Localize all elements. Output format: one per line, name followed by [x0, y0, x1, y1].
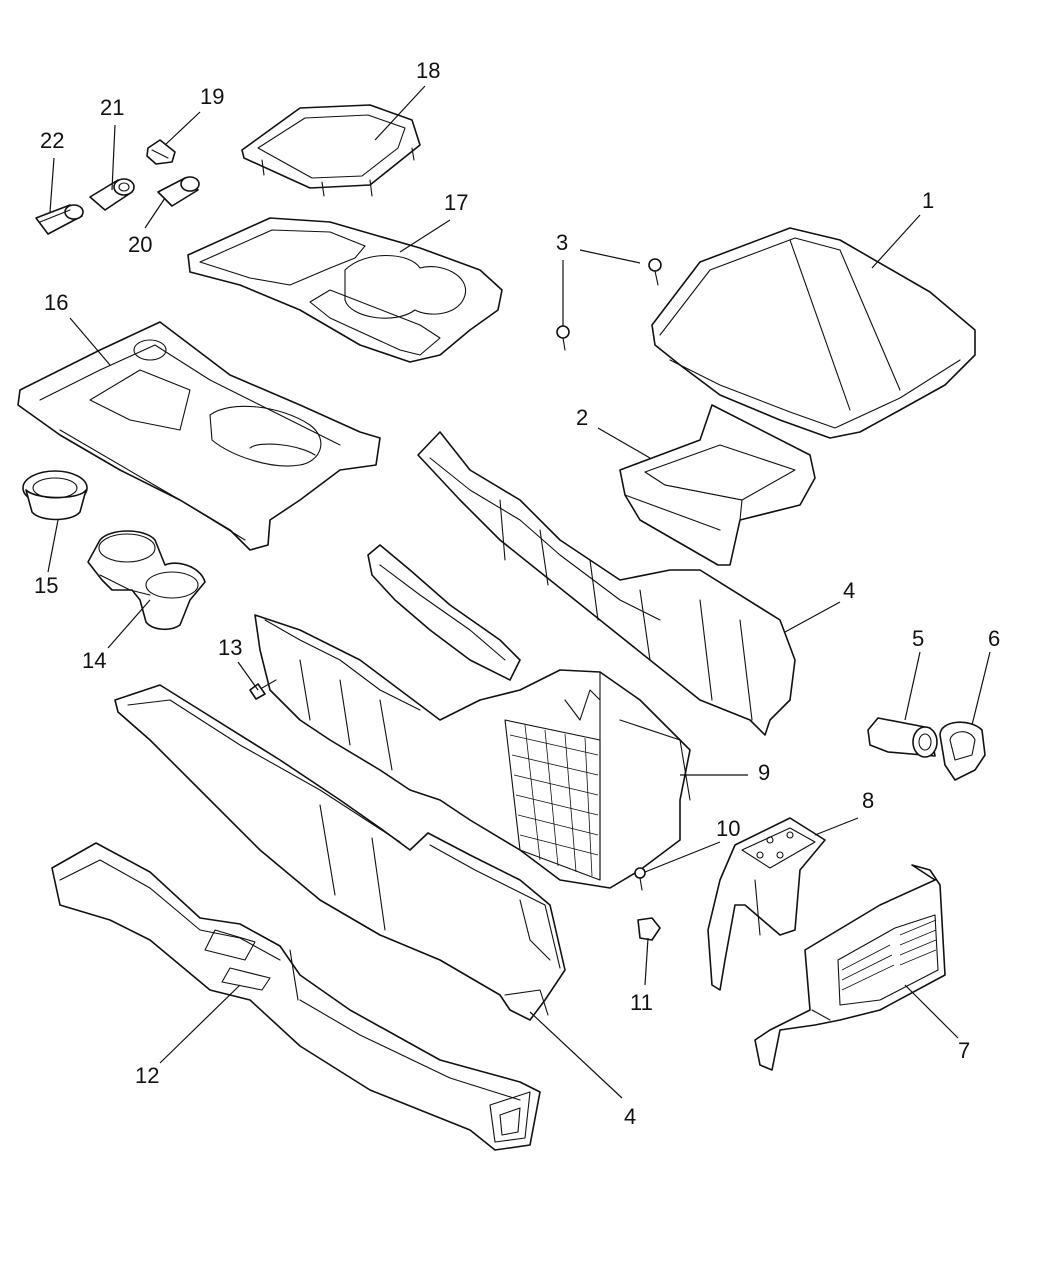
callout-3-top: 3 — [556, 230, 568, 255]
part-19-switch — [146, 139, 176, 165]
callout-14: 14 — [82, 648, 106, 673]
callout-20: 20 — [128, 232, 152, 257]
part-1-armrest-lid — [651, 227, 976, 439]
callout-17: 17 — [444, 190, 468, 215]
callout-6: 6 — [988, 626, 1000, 651]
part-14-double-cup-holder — [87, 530, 206, 631]
part-11-nut — [637, 917, 661, 941]
part-3-screw-top — [648, 258, 662, 286]
part-18-frame — [241, 104, 421, 197]
leader-lines — [47, 85, 991, 1099]
part-12-air-duct — [51, 842, 541, 1151]
callout-22: 22 — [40, 128, 64, 153]
part-2-storage-tray — [619, 404, 816, 566]
callout-11: 11 — [630, 990, 653, 1015]
callout-10: 10 — [716, 816, 740, 841]
bracket-grid — [509, 724, 599, 877]
callout-4-right: 4 — [843, 578, 855, 603]
callout-2: 2 — [576, 405, 588, 430]
callout-labels: 1 2 3 4 4 5 6 7 8 9 10 11 12 13 14 15 16… — [34, 58, 1000, 1129]
callout-18: 18 — [416, 58, 440, 83]
callout-5: 5 — [912, 626, 924, 651]
callout-21: 21 — [100, 95, 124, 120]
part-4-console-side-panel-right — [417, 431, 796, 736]
part-4-console-side-panel-left — [114, 684, 566, 1021]
part-22-outlet — [35, 204, 84, 235]
callout-4-bottom: 4 — [624, 1104, 636, 1129]
callout-8: 8 — [862, 788, 874, 813]
part-5-power-outlet — [867, 717, 938, 758]
callout-13: 13 — [218, 635, 242, 660]
callout-16: 16 — [44, 290, 68, 315]
part-3-screw-left — [556, 325, 570, 351]
callout-19: 19 — [200, 84, 224, 109]
callout-15: 15 — [34, 573, 58, 598]
part-4-inner-bracket — [367, 544, 521, 681]
callout-7: 7 — [958, 1038, 970, 1063]
part-20-outlet — [157, 176, 200, 207]
part-17-trim-plate — [187, 217, 503, 363]
callout-9: 9 — [758, 760, 770, 785]
part-8-mounting-bracket — [707, 817, 826, 991]
part-10-clip — [634, 867, 646, 891]
part-15-cup-insert — [22, 470, 88, 521]
vent-louvers — [841, 919, 937, 991]
part-21-outlet — [89, 178, 135, 211]
callout-1: 1 — [922, 188, 934, 213]
part-6-outlet-cap — [939, 721, 986, 781]
part-16-console-bezel — [17, 321, 381, 551]
callout-12: 12 — [135, 1063, 159, 1088]
part-7-rear-vent-bezel — [754, 864, 946, 1071]
part-9-console-bracket — [254, 614, 691, 889]
